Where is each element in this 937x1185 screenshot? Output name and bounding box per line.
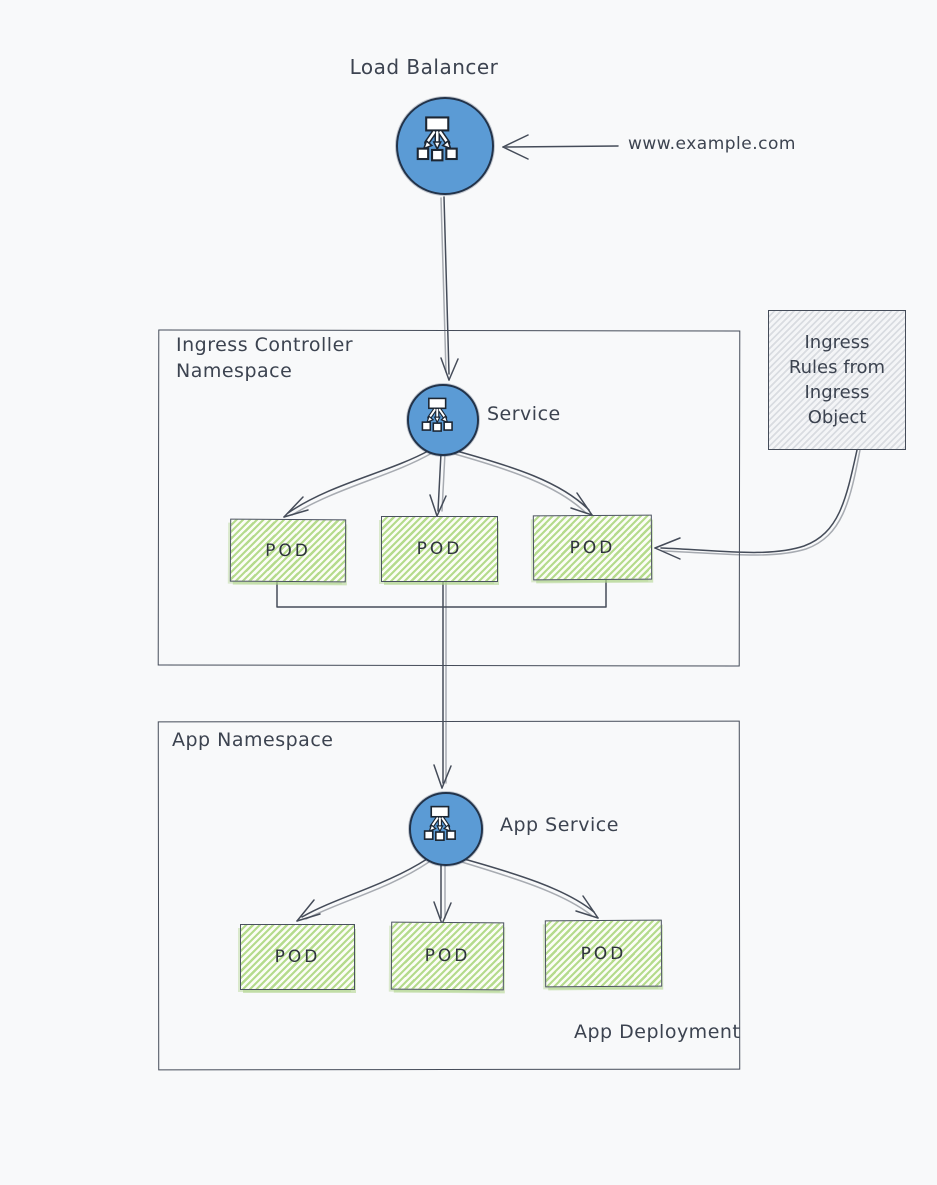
arrow-service-to-pod-3 <box>450 449 593 516</box>
service-icon <box>417 800 474 857</box>
ingress-pod-3: POD <box>532 514 653 581</box>
pod-label: POD <box>265 540 311 561</box>
arrow-app-service-to-pod-1 <box>296 858 430 922</box>
arrow-app-service-to-pod-2 <box>433 863 452 925</box>
app-pod-2: POD <box>390 921 505 991</box>
pod-label: POD <box>416 539 463 559</box>
ingress-rules-note: Ingress Rules from Ingress Object <box>768 310 906 450</box>
note-line: Object <box>807 407 867 428</box>
app-service-label: App Service <box>500 814 619 836</box>
app-namespace-label: App Namespace <box>172 729 334 751</box>
load-balancer-label: Load Balancer <box>349 55 499 79</box>
arrow-load-balancer-to-service <box>440 196 459 381</box>
pod-label: POD <box>274 947 321 967</box>
app-pod-3: POD <box>544 919 663 988</box>
connector-pods-to-app-service <box>276 579 607 789</box>
arrow-app-service-to-pod-3 <box>454 856 599 919</box>
ingress-pod-1: POD <box>229 518 347 583</box>
app-pod-1: POD <box>240 924 355 990</box>
app-namespace-box <box>157 720 741 1071</box>
arrow-service-to-pod-2 <box>429 452 447 517</box>
pod-label: POD <box>580 943 627 964</box>
ingress-service-label: Service <box>487 403 561 425</box>
ingress-namespace-label-line2: Namespace <box>176 360 293 382</box>
app-service-node <box>409 792 483 866</box>
load-balancer-node <box>396 97 494 195</box>
load-balancer-icon <box>408 109 481 182</box>
note-line: Rules from <box>788 357 886 378</box>
ingress-pod-2: POD <box>381 516 498 582</box>
pod-label: POD <box>569 537 616 558</box>
note-line: Ingress <box>804 382 870 403</box>
arrow-url-to-load-balancer <box>502 134 619 160</box>
service-icon <box>415 392 471 448</box>
ingress-service-node <box>407 384 479 456</box>
arrow-ingress-rules-to-pod <box>654 449 861 560</box>
note-line: Ingress <box>804 332 870 353</box>
ingress-namespace-label-line1: Ingress Controller <box>176 334 354 356</box>
app-deployment-label: App Deployment <box>574 1021 741 1043</box>
arrow-service-to-pod-1 <box>283 449 433 518</box>
external-url-label: www.example.com <box>628 134 796 154</box>
pod-label: POD <box>424 945 471 967</box>
